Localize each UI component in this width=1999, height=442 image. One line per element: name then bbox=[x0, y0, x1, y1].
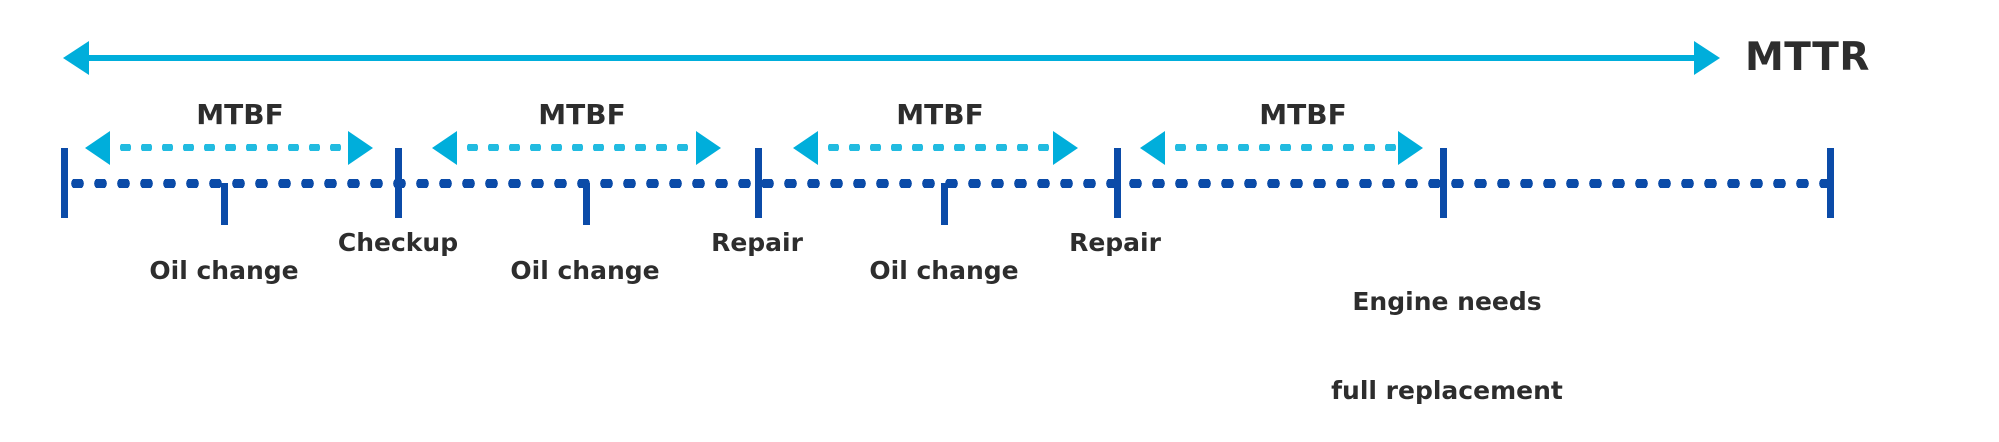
mtbf-label-1: MTBF bbox=[196, 98, 284, 131]
mtbf-arrow-dots-1 bbox=[115, 144, 345, 151]
mtbf-arrow-head-right-4 bbox=[1398, 131, 1423, 165]
mttr-arrow-head-right bbox=[1694, 41, 1720, 75]
mttr-arrow-head-left bbox=[63, 41, 89, 75]
event-tick-oil-change-2 bbox=[583, 183, 590, 225]
timeline-end-tick bbox=[1827, 148, 1834, 218]
event-label-repair-1: Repair bbox=[711, 228, 803, 257]
timeline-start-tick bbox=[61, 148, 68, 218]
mtbf-arrow-head-left-3 bbox=[793, 131, 818, 165]
mtbf-arrow-head-left-1 bbox=[85, 131, 110, 165]
mtbf-label-4: MTBF bbox=[1259, 98, 1347, 131]
event-tick-oil-change-1 bbox=[221, 183, 228, 225]
event-label-oil-change-1: Oil change bbox=[149, 256, 299, 285]
boundary-tick-end bbox=[1440, 148, 1447, 218]
event-label-engine-replacement-line1: Engine needs bbox=[1352, 287, 1542, 316]
mtbf-label-2: MTBF bbox=[538, 98, 626, 131]
mtbf-arrow-head-left-4 bbox=[1140, 131, 1165, 165]
timeline-axis bbox=[66, 179, 1834, 188]
mtbf-arrow-dots-4 bbox=[1170, 144, 1396, 151]
boundary-tick-repair-1 bbox=[755, 148, 762, 218]
event-label-engine-replacement-line2: full replacement bbox=[1331, 375, 1563, 405]
boundary-tick-checkup bbox=[395, 148, 402, 218]
event-label-engine-replacement: Engine needs full replacement bbox=[1331, 228, 1563, 442]
mtbf-arrow-head-right-3 bbox=[1053, 131, 1078, 165]
mttr-arrow-line bbox=[87, 55, 1697, 61]
event-label-oil-change-3: Oil change bbox=[869, 256, 1019, 285]
mtbf-arrow-head-left-2 bbox=[432, 131, 457, 165]
event-label-repair-2: Repair bbox=[1069, 228, 1161, 257]
mtbf-arrow-dots-2 bbox=[462, 144, 694, 151]
boundary-tick-repair-2 bbox=[1114, 148, 1121, 218]
event-tick-oil-change-3 bbox=[941, 183, 948, 225]
event-label-checkup: Checkup bbox=[337, 228, 459, 257]
mtbf-arrow-head-right-2 bbox=[696, 131, 721, 165]
mtbf-label-3: MTBF bbox=[896, 98, 984, 131]
mttr-label: MTTR bbox=[1745, 35, 1870, 80]
mtbf-arrow-dots-3 bbox=[823, 144, 1051, 151]
event-label-oil-change-2: Oil change bbox=[510, 256, 660, 285]
mtbf-arrow-head-right-1 bbox=[348, 131, 373, 165]
